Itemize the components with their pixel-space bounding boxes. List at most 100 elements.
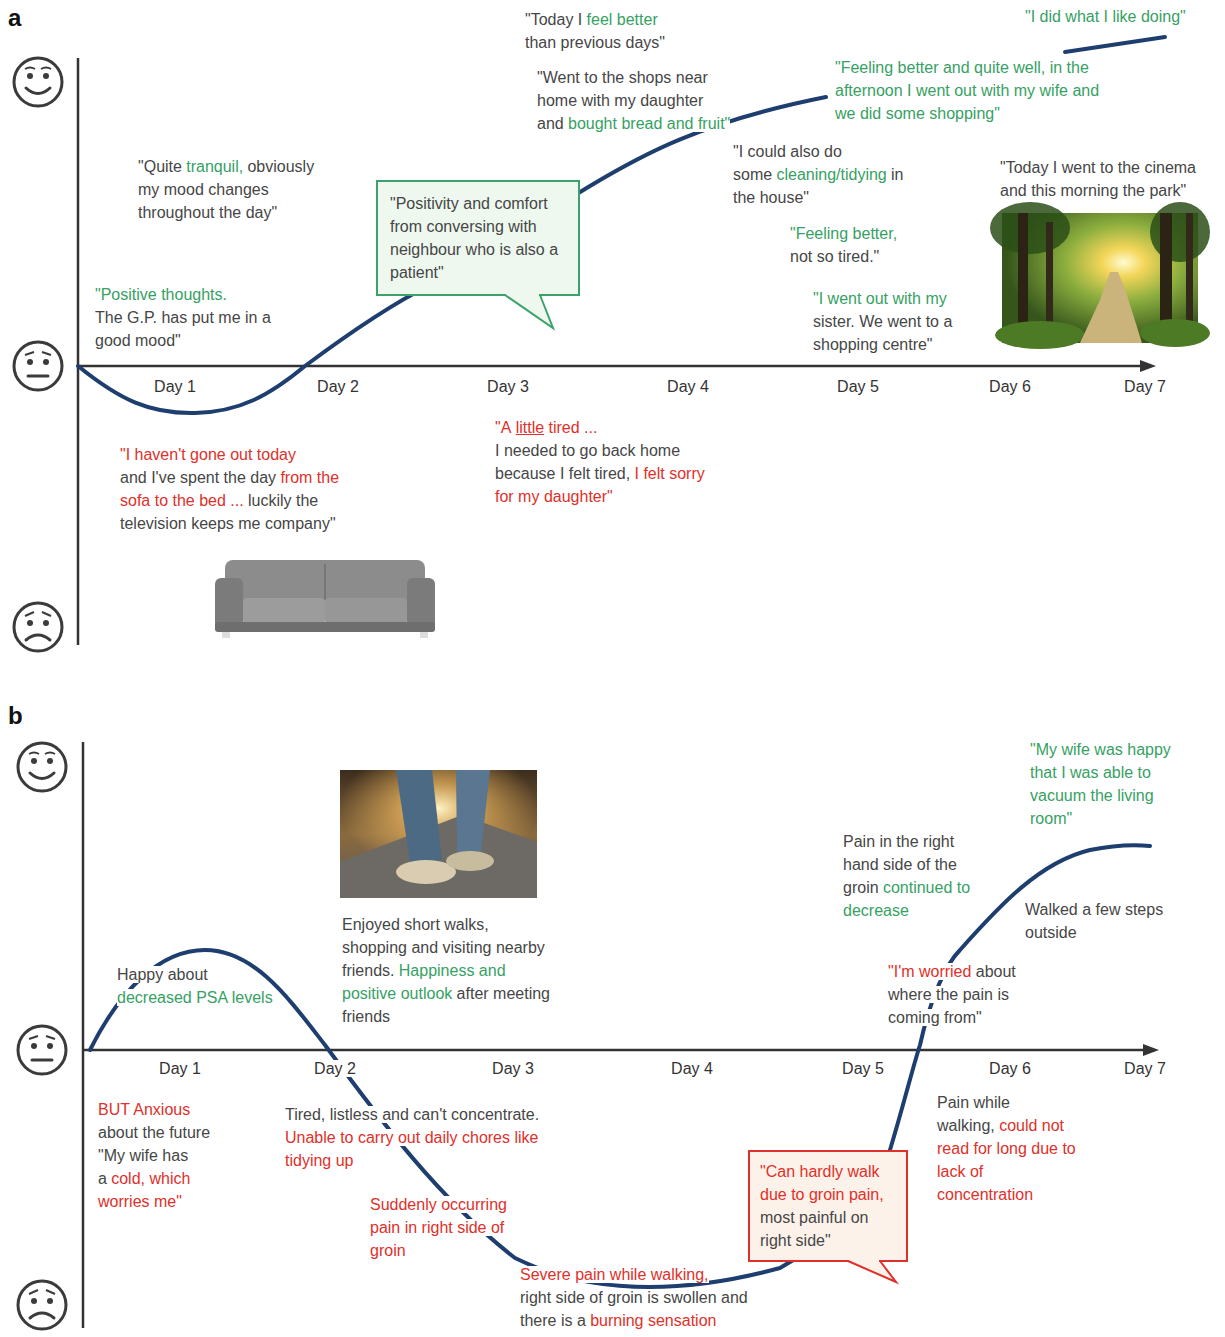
quote-text: "Feeling better, [790, 225, 897, 242]
text-group: Day 4 [657, 1057, 727, 1080]
text-group: Day 3 [478, 1057, 548, 1080]
day-label: Day 3 [492, 1060, 534, 1077]
quote-text: "Today I went to the cinema and this mor… [1000, 159, 1196, 199]
sofa-picture [215, 560, 435, 638]
text-group: Day 3 [473, 375, 543, 398]
quote-text: Tired, listless and can't concentrate. [285, 1106, 539, 1123]
quote-text: "A [495, 419, 511, 436]
speech-callout: "Positivity and comfort from conversing … [376, 180, 580, 296]
mood-curve [78, 37, 1165, 1287]
quote-text: "My wife was happy that I was able to va… [1030, 741, 1171, 827]
text-group: Enjoyed short walks, shopping and visiti… [342, 913, 552, 1028]
panel-letter: a [8, 4, 21, 31]
text-group: Pain while walking,could not read for lo… [937, 1091, 1077, 1206]
quote-text: little [516, 419, 544, 436]
day-label: Day 1 [159, 1060, 201, 1077]
quote-text: Severe pain while walking, [520, 1266, 709, 1283]
text-group: "I could also do somecleaning/tidyingin … [733, 140, 908, 209]
quote-text: "I did what I like doing" [1025, 8, 1186, 25]
callout-text: most painful on right side" [760, 1209, 869, 1249]
day-label: Day 5 [837, 378, 879, 395]
text-group: Day 5 [828, 1057, 898, 1080]
text-group: b [8, 702, 38, 730]
quote-text: "I haven't gone out today [120, 446, 296, 463]
text-group: "I went out with my sister. We went to a … [813, 287, 978, 356]
quote-text: tranquil, [186, 158, 243, 175]
quote-text: "Today I [525, 11, 582, 28]
text-group: Day 2 [300, 1057, 370, 1080]
axes [78, 58, 1145, 1328]
text-group: "I did what I like doing" [1025, 5, 1221, 28]
text-group: "Feeling better, not so tired." [790, 222, 940, 268]
text-group: "Today I went to the cinema and this mor… [1000, 156, 1215, 202]
day-label: Day 1 [154, 378, 196, 395]
text-group: "I haven't gone out today and I've spent … [120, 443, 342, 535]
text-group: a [8, 4, 38, 32]
quote-text: tired ... [548, 419, 597, 436]
quote-text: not so tired." [790, 248, 879, 265]
quote-text: feel better [587, 11, 658, 28]
quote-text: cleaning/tidying [776, 166, 886, 183]
text-group: "Alittletired ...I needed to go back hom… [495, 416, 710, 508]
day-label: Day 2 [314, 1060, 356, 1077]
day-label: Day 3 [487, 378, 529, 395]
text-group: "I'm worriedabout where the pain is comi… [888, 960, 1038, 1029]
text-group: Walked a few steps outside [1025, 898, 1165, 944]
day-label: Day 4 [671, 1060, 713, 1077]
day-label: Day 5 [842, 1060, 884, 1077]
quote-text: Suddenly occurring pain in right side of… [370, 1196, 507, 1259]
text-group: "Today I feel better than previous days" [525, 8, 695, 54]
text-group: Day 6 [975, 375, 1045, 398]
callout-tail [748, 1260, 906, 1288]
quote-text: than previous days" [525, 34, 665, 51]
day-label: Day 4 [667, 378, 709, 395]
axis-arrowheads [1140, 360, 1159, 1056]
day-label: Day 6 [989, 1060, 1031, 1077]
text-group: Day 7 [1110, 1057, 1180, 1080]
text-group: Tired, listless and can't concentrate. Un… [285, 1103, 575, 1172]
quote-text: bought bread and fruit" [568, 115, 730, 132]
text-group: Severe pain while walking,right side of … [520, 1263, 758, 1332]
text-group: Day 2 [303, 375, 373, 398]
quote-text: about the future [98, 1124, 210, 1141]
day-label: Day 7 [1124, 1060, 1166, 1077]
quote-text: and I've spent the day [120, 469, 276, 486]
quote-text: decreased PSA levels [117, 989, 273, 1006]
walking-picture [340, 770, 537, 898]
text-group: BUT Anxiousabout the future"My wife has … [98, 1098, 233, 1213]
text-group: Day 7 [1110, 375, 1180, 398]
text-group: Pain in the right hand side of the groin… [843, 830, 983, 922]
text-group: "My wife was happy that I was able to va… [1030, 738, 1195, 830]
text-group: Happy about decreased PSA levels [117, 963, 312, 1009]
speech-callout: "Can hardly walk due to groin pain, most … [748, 1150, 908, 1262]
quote-text: "I'm worried [888, 963, 971, 980]
forest-picture [990, 202, 1210, 349]
day-label: Day 2 [317, 378, 359, 395]
quote-text: sister. We went to a shopping centre" [813, 313, 952, 353]
text-group: Day 1 [140, 375, 210, 398]
quote-text: Unable to carry out daily chores like ti… [285, 1129, 538, 1169]
callout-tail [376, 294, 563, 334]
quote-text: BUT Anxious [98, 1101, 190, 1118]
text-group: "Feeling better and quite well, in the a… [835, 56, 1120, 125]
quote-text: Happy about [117, 966, 208, 983]
quote-text: Walked a few steps outside [1025, 901, 1163, 941]
day-label: Day 7 [1124, 378, 1166, 395]
text-group: Day 6 [975, 1057, 1045, 1080]
panel-letter: b [8, 702, 23, 729]
callout-text: "Can hardly walk due to groin pain, [760, 1163, 884, 1203]
quote-text: burning sensation [590, 1312, 716, 1329]
text-group: "Positive thoughts. The G.P. has put me i… [95, 283, 280, 352]
quote-text: "Positive thoughts. [95, 286, 227, 303]
callout-text: "Positivity and comfort from conversing … [390, 195, 558, 281]
quote-text: "Quite [138, 158, 182, 175]
text-group: Day 4 [653, 375, 723, 398]
quote-text: "I went out with my [813, 290, 947, 307]
text-group: Suddenly occurring pain in right side of… [370, 1193, 530, 1262]
quote-text: "Feeling better and quite well, in the a… [835, 59, 1099, 122]
quote-text: cold, which worries me" [98, 1170, 190, 1210]
text-group: Day 5 [823, 375, 893, 398]
quote-text: The G.P. has put me in a good mood" [95, 309, 271, 349]
text-group: "Quitetranquil,obviously my mood changes… [138, 155, 338, 224]
text-group: Day 1 [145, 1057, 215, 1080]
